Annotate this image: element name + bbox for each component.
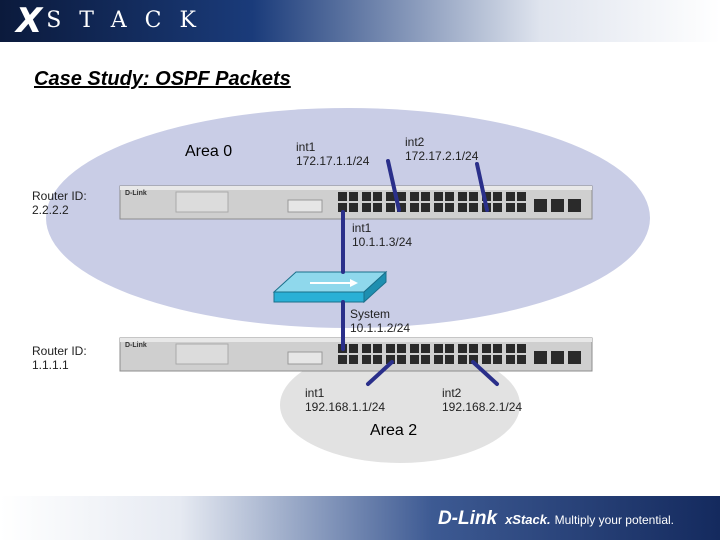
mid-int1-label: int1 10.1.1.3/24 — [352, 221, 413, 249]
logo-wordmark: STACK — [46, 8, 214, 33]
bottom-switch-brand: D-Link — [125, 342, 147, 349]
link-bottom-int1 — [366, 360, 394, 386]
top-switch: D-Link — [119, 185, 593, 220]
link-top-int2 — [475, 162, 489, 212]
bottom-switch: D-Link — [119, 337, 593, 372]
area-2-ellipse — [280, 347, 520, 463]
link-bottom-int2 — [471, 360, 499, 386]
top-switch-brand: D-Link — [125, 190, 147, 197]
footer-brand: D-Link xStack. Multiply your potential. — [438, 508, 674, 530]
links — [341, 159, 499, 386]
area-0-label: Area 0 — [185, 143, 233, 160]
router-id-top-label: Router ID: 2.2.2.2 — [32, 189, 87, 217]
bottom-int1-label: int1 192.168.1.1/24 — [305, 386, 386, 414]
l2-switch-icon — [272, 270, 388, 304]
xstack-logo: X STACK — [16, 4, 214, 38]
router-id-bottom-label: Router ID: 1.1.1.1 — [32, 344, 87, 372]
footer-product: xStack. — [505, 512, 551, 527]
top-int1-label: int1 172.17.1.1/24 — [296, 140, 370, 168]
logo-x-mark: X — [16, 1, 43, 41]
link-top-int1 — [386, 159, 401, 212]
footer-dlink-logo: D-Link — [437, 508, 498, 529]
header-banner — [0, 0, 720, 42]
footer-tagline: Multiply your potential. — [554, 513, 674, 527]
slide-title: Case Study: OSPF Packets — [34, 68, 291, 90]
top-int2-label: int2 172.17.2.1/24 — [405, 135, 479, 163]
system-label: System 10.1.1.2/24 — [350, 307, 411, 335]
area-2-label: Area 2 — [370, 422, 418, 439]
bottom-int2-label: int2 192.168.2.1/24 — [442, 386, 523, 414]
footer-banner — [0, 496, 720, 540]
